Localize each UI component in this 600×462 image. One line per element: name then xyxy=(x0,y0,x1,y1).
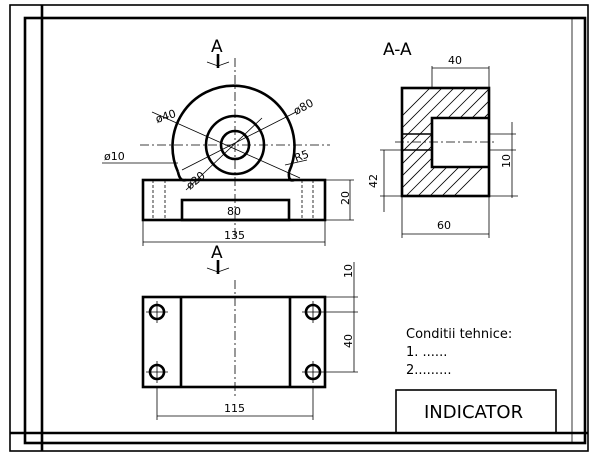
dim-section-h42: 42 xyxy=(367,174,380,188)
dim-r5: R5 xyxy=(293,148,311,165)
conditions-item-1: 1. ...... xyxy=(406,345,447,360)
front-view: A ø40 ø80 ø10 ø20 R5 xyxy=(102,37,354,246)
dim-w135: 135 xyxy=(224,229,245,242)
dim-d80: ø80 xyxy=(291,96,315,117)
dim-d10: ø10 xyxy=(104,150,125,163)
top-view: A 10 40 115 xyxy=(141,243,358,420)
dim-d40: ø40 xyxy=(154,107,178,126)
technical-conditions: Conditii tehnice: 1. ...... 2......... xyxy=(406,327,512,378)
section-view-label: A-A xyxy=(383,40,412,60)
title-block: INDICATOR xyxy=(395,389,557,434)
title-block-label: INDICATOR xyxy=(424,402,523,423)
dim-section-h10: 10 xyxy=(500,154,513,168)
dim-plan-10: 10 xyxy=(342,264,355,278)
dim-h20: 20 xyxy=(339,191,352,205)
section-label-a-top: A xyxy=(211,37,223,57)
sheet-frame xyxy=(9,4,589,452)
section-label-a-bottom: A xyxy=(211,243,223,263)
conditions-item-2: 2......... xyxy=(406,363,451,378)
section-view: A-A 40 xyxy=(367,40,518,238)
dim-plan-115: 115 xyxy=(224,402,245,415)
dim-section-w60: 60 xyxy=(437,219,451,232)
dim-plan-40: 40 xyxy=(342,334,355,348)
dim-w80: 80 xyxy=(227,205,241,218)
dim-section-w40: 40 xyxy=(448,54,462,67)
conditions-heading: Conditii tehnice: xyxy=(406,327,512,342)
